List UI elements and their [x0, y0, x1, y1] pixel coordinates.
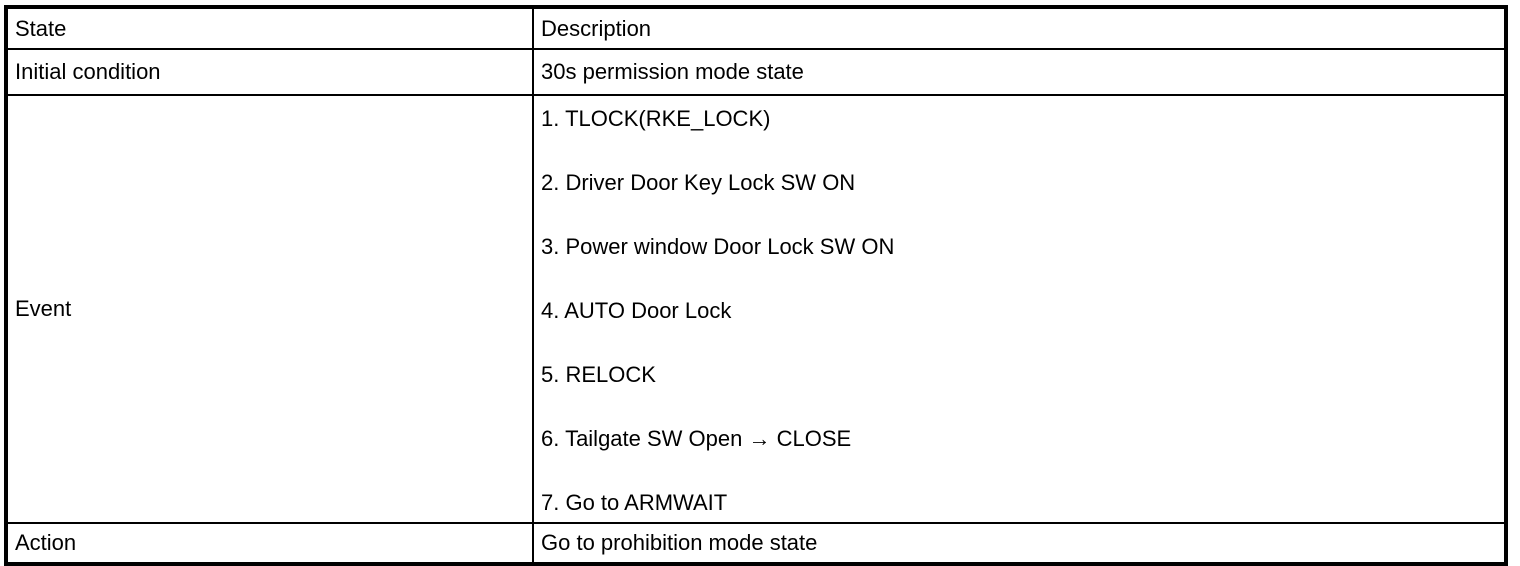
event-description-cell: 1. TLOCK(RKE_LOCK) 2. Driver Door Key Lo…: [532, 94, 1507, 524]
table-header-row: State Description: [5, 6, 1507, 50]
action-label: Action: [5, 522, 534, 565]
event-item-5: 5. RELOCK: [541, 362, 656, 387]
header-cell-description: Description: [532, 6, 1507, 50]
event-item-3: 3. Power window Door Lock SW ON: [541, 234, 895, 259]
initial-condition-label: Initial condition: [5, 48, 534, 96]
initial-condition-value: 30s permission mode state: [532, 48, 1507, 96]
event-item-4: 4. AUTO Door Lock: [541, 298, 732, 323]
header-cell-state: State: [5, 6, 534, 50]
event-item-7: 7. Go to ARMWAIT: [541, 490, 728, 515]
state-description-table: State Description Initial condition 30s …: [4, 5, 1508, 566]
event-label: Event: [5, 94, 534, 524]
event-item-1: 1. TLOCK(RKE_LOCK): [541, 106, 771, 131]
event-item-6: 6. Tailgate SW Open → CLOSE: [541, 426, 852, 451]
row-initial-condition: Initial condition 30s permission mode st…: [5, 48, 1507, 96]
row-action: Action Go to prohibition mode state: [5, 522, 1507, 565]
row-event: Event 1. TLOCK(RKE_LOCK) 2. Driver Door …: [5, 94, 1507, 524]
event-item-2: 2. Driver Door Key Lock SW ON: [541, 170, 856, 195]
action-value: Go to prohibition mode state: [532, 522, 1507, 565]
